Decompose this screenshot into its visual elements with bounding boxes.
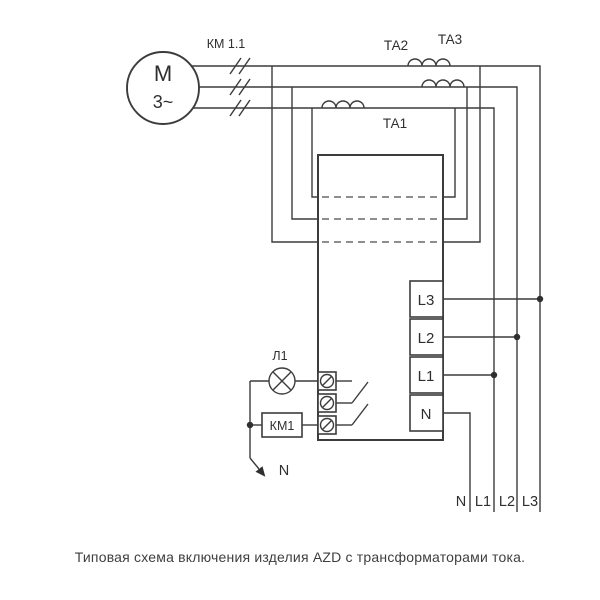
ta3-label: ТА3 xyxy=(438,32,462,47)
screw-terminal-icon xyxy=(319,373,335,389)
current-transformer-ta2: ТА2 xyxy=(384,38,451,67)
phase-wire-l3 xyxy=(192,65,541,512)
junction-dot xyxy=(513,333,521,341)
window-loop-outer-right xyxy=(441,66,481,243)
contact-slash-icon xyxy=(229,57,242,75)
current-transformer-ta1: ТА1 xyxy=(321,100,407,131)
km1-coil-label: КМ1 xyxy=(270,419,295,433)
lamp-label: Л1 xyxy=(272,349,287,363)
signal-lamp: Л1 xyxy=(250,349,318,395)
terminal-box-l1 xyxy=(409,356,444,394)
junction-dot xyxy=(246,421,254,429)
terminal-label-l1: L1 xyxy=(418,368,435,385)
contactor-contacts-label: КМ 1.1 xyxy=(207,37,246,51)
contact-slash-icon xyxy=(238,99,251,117)
ta1-coil-icon xyxy=(321,100,365,109)
motor-phase-label: 3~ xyxy=(153,92,174,112)
neutral-arrow-shaft xyxy=(249,457,260,470)
ta3-coil-icon xyxy=(421,79,465,88)
figure-caption: Типовая схема включения изделия AZD с тр… xyxy=(74,549,526,565)
terminal-label-l2: L2 xyxy=(418,330,435,347)
screw-slot-icon xyxy=(322,376,332,386)
contactor-main-contacts: КМ 1.1 xyxy=(207,37,251,117)
bus-label-n: N xyxy=(456,494,466,510)
screw-terminals xyxy=(317,371,337,435)
screw-slot-icon xyxy=(322,398,332,408)
contactor-coil: КМ1 xyxy=(250,412,318,438)
motor-letter: М xyxy=(154,61,172,86)
window-loop-outer-left xyxy=(271,66,320,243)
junction-dot xyxy=(490,371,498,379)
terminal-label-n: N xyxy=(421,406,432,423)
window-loop-middle-left xyxy=(291,87,320,220)
motor-circle xyxy=(126,51,200,125)
junction-dot xyxy=(536,295,544,303)
bus-label-l3: L3 xyxy=(522,494,538,510)
neutral-arrow-icon xyxy=(255,466,266,477)
internal-relay-contacts xyxy=(336,380,369,426)
screw-slot-icon xyxy=(322,420,332,430)
terminal-label-l3: L3 xyxy=(418,292,435,309)
bus-label-l2: L2 xyxy=(499,494,515,510)
current-transformer-ta3: ТА3 xyxy=(421,32,465,88)
km1-coil-box xyxy=(261,412,303,438)
screw-terminal-icon xyxy=(319,395,335,411)
ta2-coil-icon xyxy=(407,58,451,67)
ta2-label: ТА2 xyxy=(384,38,408,53)
window-loop-middle-right xyxy=(441,87,468,220)
wire-n-tap xyxy=(443,412,471,512)
contact-slash-icon xyxy=(229,78,242,96)
screw-terminal-icon xyxy=(319,417,335,433)
contact-slash-icon xyxy=(238,78,251,96)
relay-contact-arm-icon xyxy=(351,381,369,404)
window-loop-inner-right xyxy=(441,108,456,198)
phase-wire-l2 xyxy=(199,86,518,512)
neutral-branch: N xyxy=(246,381,289,479)
motor-symbol: М 3~ xyxy=(126,51,200,125)
ta1-label: ТА1 xyxy=(383,116,407,131)
bottom-bus-labels: N L1 L2 L3 xyxy=(456,494,538,510)
neutral-arrow-label: N xyxy=(279,463,289,479)
contact-slash-icon xyxy=(229,99,242,117)
relay-contact-arm-icon xyxy=(351,403,369,426)
terminal-connection-wires xyxy=(443,295,544,512)
terminal-box-l2 xyxy=(409,318,444,356)
contact-slash-icon xyxy=(238,57,251,75)
lamp-cross-icon xyxy=(272,371,292,391)
bus-label-l1: L1 xyxy=(475,494,491,510)
